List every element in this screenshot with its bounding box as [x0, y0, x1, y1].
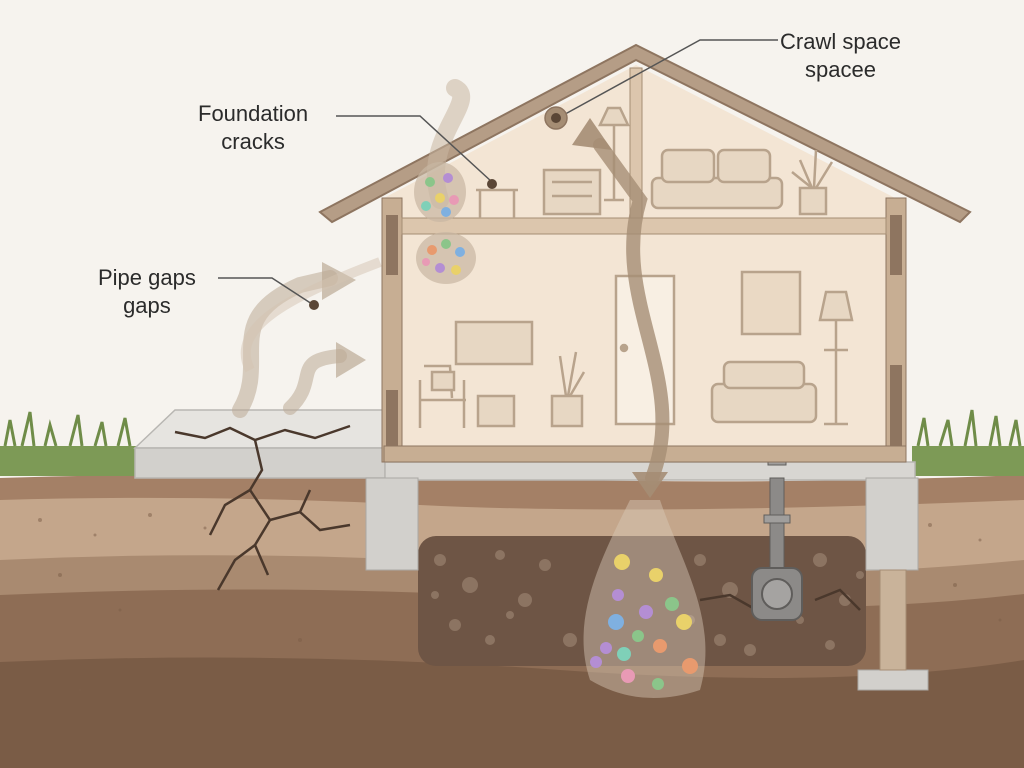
callout-pipe-gaps-line1: Pipe gaps	[98, 265, 196, 290]
roof	[318, 43, 972, 224]
grass	[0, 409, 1024, 476]
table-icon	[476, 188, 518, 218]
sofa-icon	[710, 360, 818, 424]
callout-leaders	[218, 39, 778, 310]
chair-icon	[542, 168, 602, 216]
callout-pipe-gaps-line2: gaps	[123, 293, 171, 318]
downstairs-furniture	[418, 270, 854, 428]
sofa-icon	[650, 148, 784, 210]
callout-pipe-gaps: Pipe gaps gaps	[98, 264, 196, 320]
chair-icon	[418, 364, 466, 428]
foundation-footings	[365, 477, 929, 691]
radon-particles-wall	[416, 232, 476, 284]
callout-crawl-space-line2: spacee	[805, 57, 876, 82]
plant-icon	[550, 351, 586, 428]
callout-foundation-cracks: Foundation cracks	[198, 100, 308, 156]
callout-crawl-space: Crawl space spacee	[780, 28, 901, 84]
soil-layer-bottom	[0, 657, 1024, 768]
callout-foundation-cracks-line1: Foundation	[198, 101, 309, 126]
upstairs-furniture	[476, 106, 834, 218]
radon-particles-attic	[414, 162, 466, 222]
crack-icon	[174, 424, 861, 614]
soil-speckles	[38, 513, 1002, 692]
tv-icon	[454, 320, 534, 428]
lamp-icon	[818, 290, 854, 426]
picture-frame-icon	[740, 270, 802, 336]
radon-particles-soil	[583, 500, 706, 698]
gravel-stones	[431, 550, 864, 656]
gravel-bed	[418, 536, 866, 666]
callout-crawl-space-line1: Crawl space	[780, 29, 902, 54]
callout-foundation-cracks-line2: cracks	[221, 129, 285, 154]
pipe-icon	[751, 454, 803, 621]
plant-icon	[791, 149, 834, 216]
